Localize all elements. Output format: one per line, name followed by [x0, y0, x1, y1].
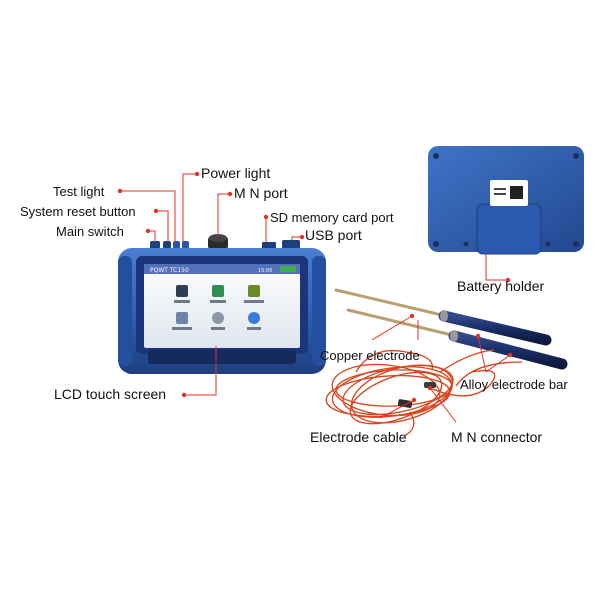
- system-reset-button[interactable]: [163, 241, 171, 249]
- sd-card-port[interactable]: [262, 242, 276, 249]
- copper-electrode-label: Copper electrode: [320, 348, 420, 363]
- copper-electrode-rod: [346, 308, 458, 338]
- alloy-electrode-bar-label: Alloy electrode bar: [460, 377, 568, 392]
- system-reset-button-label: System reset button: [20, 204, 136, 219]
- electrode-bar: [448, 330, 568, 370]
- app-icon[interactable]: [212, 285, 224, 297]
- mn-connector-plug: [397, 382, 436, 408]
- device-bumper-left: [118, 256, 132, 366]
- lcd-touch-screen-label: LCD touch screen: [54, 386, 167, 402]
- app-icon-caption: [174, 300, 190, 303]
- screw: [463, 241, 469, 247]
- lcd-touch-screen[interactable]: PQWT TC150 15:00: [144, 264, 300, 348]
- app-icon[interactable]: [176, 285, 188, 297]
- app-icon-caption: [210, 300, 226, 303]
- screen-status-text: 15:00: [258, 268, 272, 274]
- battery-holder-label: Battery holder: [457, 278, 545, 294]
- leader-lines: [120, 173, 511, 423]
- screen-status-badge: [280, 266, 296, 272]
- usb-port-label: USB port: [305, 227, 362, 243]
- electrode-collar: [450, 330, 458, 342]
- screen-header-bar: [144, 264, 300, 274]
- app-icon-caption: [172, 327, 192, 330]
- electrode-bar: [438, 310, 552, 346]
- screw: [573, 153, 579, 159]
- sd-memory-card-port-label: SD memory card port: [270, 210, 394, 225]
- electrode-cable-coil: [325, 349, 523, 437]
- screen-area[interactable]: [144, 264, 300, 348]
- usb-port-socket[interactable]: [282, 240, 300, 249]
- speaker-grille: [148, 350, 296, 364]
- copper-electrode-rod: [334, 288, 448, 318]
- screw: [545, 241, 551, 247]
- mn-connector-label: M N connector: [451, 429, 543, 445]
- label-text: [494, 188, 506, 190]
- screw: [433, 241, 439, 247]
- battery-compartment[interactable]: [476, 203, 542, 255]
- screen-app-icons: [172, 285, 264, 330]
- main-switch-button[interactable]: [150, 241, 160, 249]
- test-light-label: Test light: [53, 184, 105, 199]
- electrode-collar: [440, 310, 448, 322]
- electrodes: [334, 288, 568, 370]
- test-light-indicator: [173, 241, 180, 249]
- electrode-cable-label: Electrode cable: [310, 429, 407, 445]
- app-icon[interactable]: [176, 312, 188, 324]
- main-device: PQWT TC150 15:00: [118, 234, 326, 374]
- power-light-label: Power light: [201, 165, 271, 181]
- label-text: [494, 193, 506, 195]
- leader-dots: [117, 171, 513, 403]
- power-light-indicator: [182, 241, 189, 249]
- gear-icon[interactable]: [212, 312, 224, 324]
- battery-holder-device: [428, 146, 584, 255]
- main-switch-label: Main switch: [56, 224, 124, 239]
- screw: [573, 241, 579, 247]
- app-icon-caption: [247, 327, 261, 330]
- qr-code: [510, 186, 523, 199]
- screen-header-text: PQWT TC150: [150, 267, 189, 274]
- mn-port-label: M N port: [234, 185, 288, 201]
- device-bumper-right: [312, 256, 326, 366]
- mn-port-cap: [209, 234, 227, 242]
- app-icon[interactable]: [248, 312, 260, 324]
- app-icon-caption: [211, 327, 225, 330]
- app-icon-caption: [244, 300, 264, 303]
- app-icon[interactable]: [248, 285, 260, 297]
- screw: [433, 153, 439, 159]
